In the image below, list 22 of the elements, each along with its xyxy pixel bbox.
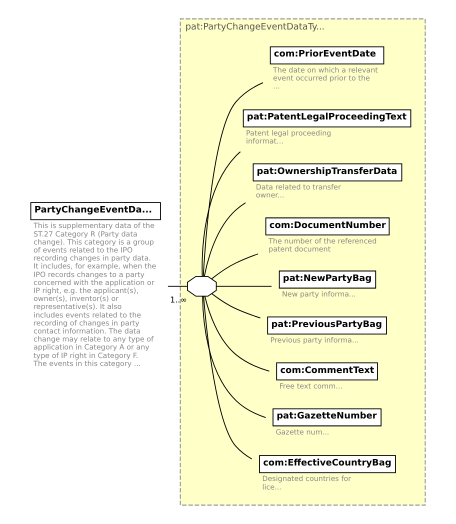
connector bbox=[203, 296, 252, 460]
node-label: Patent legal proceeding informat... bbox=[246, 128, 332, 146]
connector bbox=[216, 286, 272, 287]
connector bbox=[168, 286, 188, 287]
connector bbox=[204, 202, 246, 277]
node-label: Gazette num... bbox=[276, 427, 330, 436]
node-label: 1..∞ bbox=[170, 294, 187, 305]
node-label: Data related to transfer owner... bbox=[256, 182, 341, 200]
node-label: Previous party informa... bbox=[270, 336, 359, 344]
connector bbox=[211, 293, 261, 318]
connector bbox=[202, 82, 264, 277]
connector bbox=[204, 296, 270, 372]
connector bbox=[202, 151, 241, 277]
node-octagon bbox=[187, 276, 217, 297]
node-label: The date on which a relevant event occurred prior to the ... bbox=[273, 65, 378, 91]
node-label: This is supplementary data of the ST.27 Category R (Party data change). This category is a group of events related to the IPO recording changes in party data. It includes, for example, when the IPO records changes to a party concerned with the application or IP right, e.g. the applicant(s), owner(s), inventor(s) or representative(s). It also includes events related to the recording of changes in party contact information. The data change may relate to any type of application in Category A or any type of IP right in Category F. The events in this category ... bbox=[34, 221, 156, 368]
connector bbox=[202, 296, 266, 418]
node-label: Designated countries for lice... bbox=[262, 474, 352, 492]
node-label: New party informa... bbox=[282, 290, 356, 299]
node-label: Free text comm... bbox=[279, 381, 343, 390]
node-label: The number of the referenced patent document bbox=[268, 236, 377, 254]
connector bbox=[211, 253, 259, 280]
